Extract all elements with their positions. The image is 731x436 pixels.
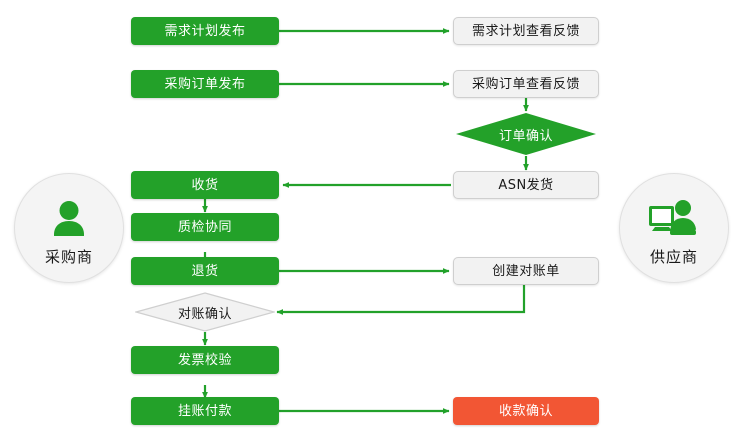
node-qc-collaboration[interactable]: 质检协同 [131, 213, 279, 241]
node-payable-payment[interactable]: 挂账付款 [131, 397, 279, 425]
node-label: 质检协同 [177, 219, 232, 235]
node-label: 采购订单查看反馈 [471, 76, 580, 92]
node-label: 收货 [191, 177, 219, 193]
node-create-statement[interactable]: 创建对账单 [453, 257, 599, 285]
node-label: 采购订单发布 [164, 76, 246, 92]
node-receipt-confirm[interactable]: 收款确认 [453, 397, 599, 425]
node-asn-shipment[interactable]: ASN发货 [453, 171, 599, 199]
node-label: 需求计划查看反馈 [471, 23, 580, 39]
node-statement-confirm[interactable]: 对账确认 [135, 292, 275, 332]
node-label: 退货 [191, 263, 219, 279]
actor-buyer-label: 采购商 [44, 247, 93, 266]
node-label: 创建对账单 [492, 263, 560, 279]
actor-buyer: 采购商 [14, 173, 124, 283]
actor-supplier: 供应商 [619, 173, 729, 283]
person-icon [47, 190, 91, 242]
actor-supplier-label: 供应商 [649, 247, 698, 266]
node-po-publish[interactable]: 采购订单发布 [131, 70, 279, 98]
node-goods-receipt[interactable]: 收货 [131, 171, 279, 199]
node-label: 收款确认 [498, 403, 553, 419]
node-invoice-verify[interactable]: 发票校验 [131, 346, 279, 374]
node-label: 挂账付款 [177, 403, 232, 419]
node-label: ASN发货 [498, 177, 554, 193]
node-return-goods[interactable]: 退货 [131, 257, 279, 285]
node-po-feedback[interactable]: 采购订单查看反馈 [453, 70, 599, 98]
node-order-confirm[interactable]: 订单确认 [455, 112, 597, 156]
node-demand-plan-publish[interactable]: 需求计划发布 [131, 17, 279, 45]
edge-statement-confirm [276, 285, 526, 315]
node-demand-plan-feedback[interactable]: 需求计划查看反馈 [453, 17, 599, 45]
node-label: 需求计划发布 [164, 23, 246, 39]
node-label: 发票校验 [177, 352, 232, 368]
person-at-computer-icon [647, 190, 701, 242]
